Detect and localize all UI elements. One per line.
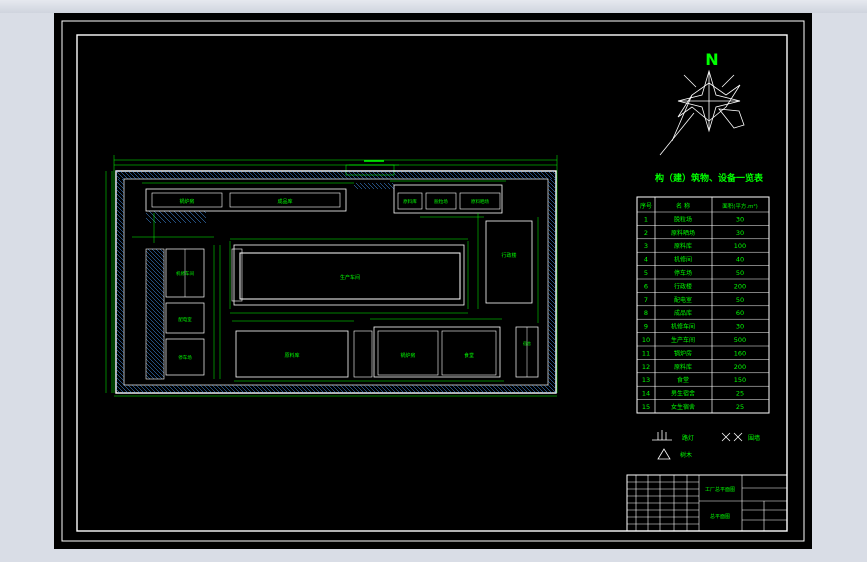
table-cell-r10-c1: 10 [642,336,650,344]
table-cell-r6-c3: 200 [734,282,746,290]
window-top-strip [0,0,867,13]
table-cell-r5-c1: 5 [644,269,648,277]
table-header-area: 面积(平方.m²) [722,202,758,210]
drawing-sheet: N 构（建）筑物、设备一览表 序号 名 称 面积(平方.m²) 1 脱粒场 30 2 原… [54,13,812,549]
table-cell-r4-c2: 机修间 [674,256,692,264]
table-cell-r11-c2: 锅炉房 [674,349,692,357]
table-cell-r14-c2: 男生宿舍 [671,390,695,398]
table-cell-r15-c2: 女生宿舍 [671,403,695,411]
plan-label-room-a: 锅炉房 [179,198,194,205]
legend-tree-label: 围墙 [748,434,760,442]
table-title: 构（建）筑物、设备一览表 [655,172,764,184]
table-cell-r9-c2: 机修车间 [671,323,695,331]
table-cell-r5-c3: 50 [736,269,744,277]
table-cell-r5-c2: 停车场 [674,269,692,277]
inner-border [76,34,788,532]
drawing-name: 工厂总平面图 [705,486,735,493]
site-plan: 锅炉房 成品库 原料库 脱粒场 原料晒场 生产车间 行政楼 机修车间 配电室 停… [105,155,558,397]
table-header-name: 名 称 [676,202,690,210]
plan-label-left-bot: 停车场 [178,354,192,361]
table-cell-r12-c3: 200 [734,363,746,371]
table-cell-r14-c3: 25 [736,390,744,398]
table-header-no: 序号 [640,202,652,210]
plan-label-bottom-b: 锅炉房 [400,352,415,359]
table-cell-r8-c3: 60 [736,309,744,317]
sheet-name: 总平面图 [710,513,730,520]
tree-cross-icon [721,432,743,442]
plan-label-production: 生产车间 [340,274,360,281]
north-label: N [705,50,718,69]
dimension-lines [105,155,558,397]
table-cell-r6-c1: 6 [644,282,648,290]
north-arrow-icon [659,69,745,156]
table-cell-r13-c1: 13 [642,376,650,384]
table-cell-r1-c3: 30 [736,215,744,223]
table-cell-r7-c3: 50 [736,296,744,304]
cad-drawing-canvas: N 构（建）筑物、设备一览表 序号 名 称 面积(平方.m²) 1 脱粒场 30 2 原… [61,20,805,542]
plan-label-right-top-c: 原料晒场 [471,198,489,205]
table-cell-r3-c2: 原料库 [674,242,692,250]
building-table: 序号 名 称 面积(平方.m²) 1 脱粒场 30 2 原料晒场 30 3 原料库 100 4 机修… [636,196,770,414]
table-cell-r8-c1: 8 [644,309,648,317]
table-cell-r15-c3: 25 [736,403,744,411]
table-cell-r4-c1: 4 [644,256,648,264]
table-cell-r3-c1: 3 [644,242,648,250]
table-cell-r2-c3: 30 [736,229,744,237]
outer-border [61,20,805,542]
table-cell-r2-c2: 原料晒场 [671,229,695,237]
table-cell-r12-c1: 12 [642,363,650,371]
plan-label-bottom-a: 原料库 [284,352,299,359]
legend-triangle-label: 树木 [680,451,692,459]
plan-label-right-side: 宿舍 [523,340,531,346]
table-cell-r15-c1: 15 [642,403,650,411]
table-cell-r14-c1: 14 [642,390,650,398]
table-cell-r7-c2: 配电室 [674,296,692,304]
table-cell-r7-c1: 7 [644,296,648,304]
table-cell-r13-c2: 食堂 [677,376,689,384]
table-cell-r6-c2: 行政楼 [674,282,692,290]
table-cell-r1-c2: 脱粒场 [674,215,692,223]
table-cell-r13-c3: 150 [734,376,746,384]
gate-icon [652,430,672,441]
title-block [626,474,788,532]
plan-label-right-top-a: 原料库 [403,198,417,205]
plan-label-bottom-c: 食堂 [464,352,474,359]
legend-gate-label: 路灯 [682,434,694,442]
plan-label-right-top-b: 脱粒场 [434,198,448,205]
plan-label-office: 行政楼 [501,252,516,259]
table-cell-r10-c2: 生产车间 [671,336,695,344]
table-cell-r2-c1: 2 [644,229,648,237]
table-cell-r9-c3: 30 [736,323,744,331]
table-cell-r4-c3: 40 [736,256,744,264]
table-cell-r11-c3: 160 [734,349,746,357]
legend: 路灯 围墙 树木 [652,430,760,460]
table-cell-r1-c1: 1 [644,215,648,223]
table-cell-r8-c2: 成品库 [674,309,692,317]
table-cell-r3-c3: 100 [734,242,746,250]
table-cell-r9-c1: 9 [644,323,648,331]
plan-label-room-b: 成品库 [277,198,292,205]
table-cell-r11-c1: 11 [642,349,650,357]
plan-label-left-top: 机修车间 [176,270,194,277]
table-cell-r12-c2: 原料库 [674,363,692,371]
triangle-icon [657,448,671,460]
table-cell-r10-c3: 500 [734,336,746,344]
plan-label-left-mid: 配电室 [178,316,192,323]
